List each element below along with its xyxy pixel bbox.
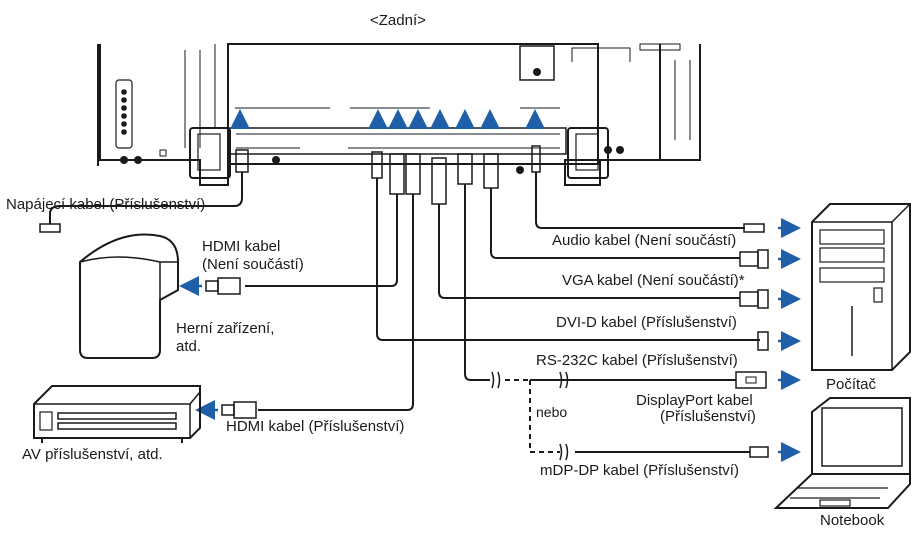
rear-title: <Zadní> [370,12,426,29]
hdmi-game-label-line1: HDMI kabel [202,238,281,255]
vga-cable-label: VGA kabel (Není součástí)* [562,272,745,289]
notebook-icon [773,397,911,509]
audio-cable-label: Audio kabel (Není součástí) [552,232,737,249]
port-arrows [230,109,545,129]
cables [39,145,769,461]
dvi-cable-label: DVI-D kabel (Příslušenství) [556,314,737,331]
output-arrows [179,218,801,462]
hdmi-game-label-line2: (Není součástí) [202,256,304,273]
av-device-label: AV příslušenství, atd. [22,446,163,463]
game-device-label-line2: atd. [176,338,202,355]
game-console-icon [79,233,179,359]
game-device-label-line1: Herní zařízení, [176,320,275,337]
computer-icon [811,203,911,371]
hdmi-av-label: HDMI kabel (Příslušenství) [226,418,405,435]
displayport-cable-label-line2: (Příslušenství) [660,408,756,425]
power-cable-label: Napájecí kabel (Příslušenství) [6,196,206,213]
mdp-cable-label: mDP-DP kabel (Příslušenství) [540,462,739,479]
notebook-label: Notebook [820,512,885,529]
av-device-icon [33,385,201,443]
computer-label: Počítač [826,376,877,393]
rs232-cable-label: RS-232C kabel (Příslušenství) [536,352,738,369]
or-label: nebo [536,404,568,420]
displayport-cable-label-line1: DisplayPort kabel [636,392,753,409]
